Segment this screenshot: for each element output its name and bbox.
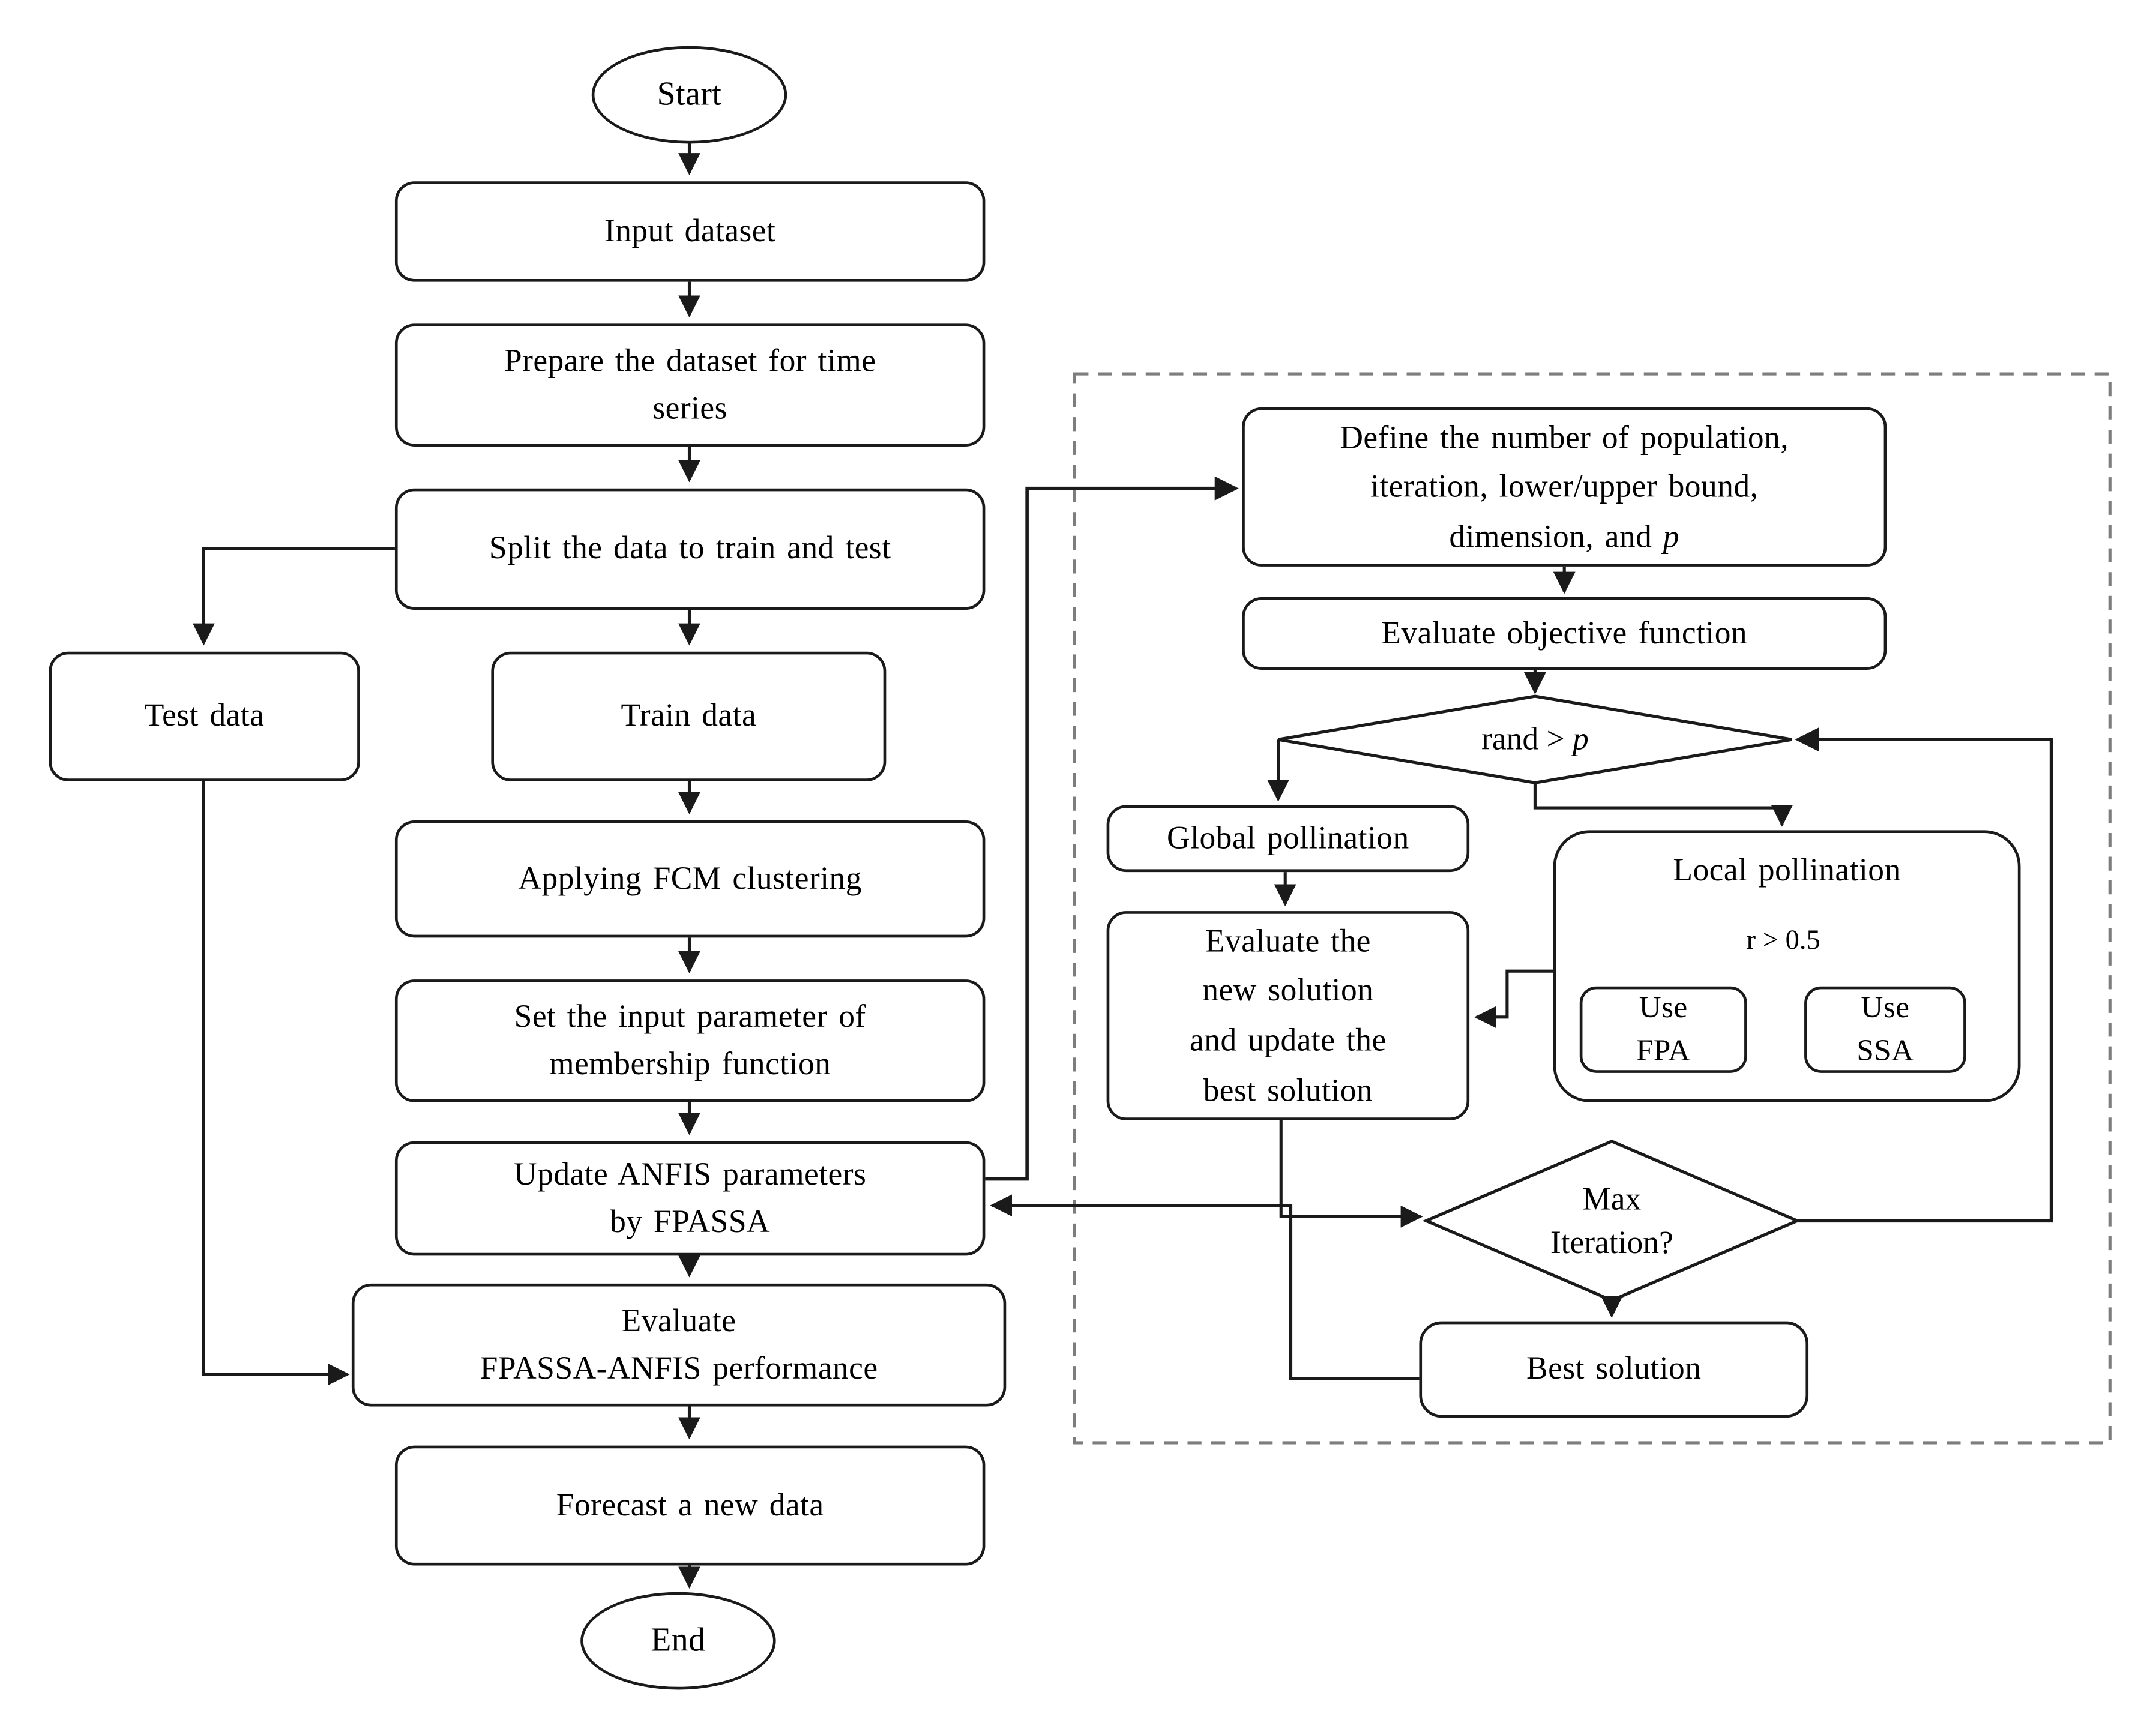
connector-update-to-define (985, 476, 1239, 1181)
split-label: Split the data to train and test (489, 531, 891, 566)
evaluate-performance-line-1: Evaluate (621, 1302, 736, 1338)
prepare-line-1: Prepare the dataset for time (504, 342, 876, 377)
input-dataset-label: Input dataset (604, 213, 776, 248)
best-solution-label: Best solution (1526, 1351, 1702, 1386)
use-fpa-step: Use FPA (1579, 986, 1747, 1073)
best-solution-step: Best solution (1419, 1321, 1809, 1418)
update-anfis-line-2: by FPASSA (610, 1204, 771, 1239)
rand-greater-p-label: rand > p (1278, 696, 1792, 783)
r-greater-05-label: r > 0.5 (1683, 903, 1884, 978)
evaluate-new-solution-line-1: Evaluate the (1205, 923, 1371, 958)
prepare-dataset-step: Prepare the dataset for time series (394, 323, 986, 447)
evaluate-new-solution-line-3: and update the (1190, 1023, 1387, 1058)
use-ssa-line-2: SSA (1856, 1032, 1914, 1068)
evaluate-objective-step: Evaluate objective function (1242, 597, 1887, 670)
fcm-clustering-step: Applying FCM clustering (394, 820, 986, 938)
connector-split-to-test (193, 547, 395, 646)
update-anfis-line-1: Update ANFIS parameters (514, 1156, 867, 1191)
set-input-line-1: Set the input parameter of (514, 998, 866, 1033)
evaluate-new-solution-line-2: new solution (1202, 973, 1374, 1008)
test-data-label: Test data (144, 698, 265, 733)
evaluate-performance-line-2: FPASSA-ANFIS performance (480, 1350, 878, 1386)
define-parameters-step: Define the number of population, iterati… (1242, 407, 1887, 567)
global-pollination-step: Global pollination (1106, 805, 1470, 873)
connector-test-to-evalperf (202, 781, 350, 1386)
use-ssa-line-1: Use (1861, 989, 1910, 1024)
end-label: End (651, 1622, 706, 1659)
end-terminal: End (580, 1592, 776, 1690)
forecast-label: Forecast a new data (556, 1487, 824, 1522)
connector-evalnew-to-maxiter (1279, 1120, 1423, 1228)
start-label: Start (657, 76, 722, 113)
forecast-step: Forecast a new data (394, 1445, 986, 1566)
evaluate-performance-step: Evaluate FPASSA-ANFIS performance (351, 1283, 1007, 1407)
connector-bestsolution-to-update (990, 1194, 1420, 1380)
evaluate-new-solution-line-4: best solution (1203, 1072, 1373, 1108)
input-dataset-step: Input dataset (394, 181, 986, 282)
r-greater-05-text: r > 0.5 (1746, 924, 1820, 955)
set-input-parameter-step: Set the input parameter of membership fu… (394, 979, 986, 1102)
test-data-step: Test data (49, 651, 360, 781)
max-iteration-label: Max Iteration? (1426, 1141, 1797, 1301)
define-line-1: Define the number of population, (1340, 419, 1789, 454)
use-ssa-step: Use SSA (1804, 986, 1966, 1073)
rand-greater-p-text: rand > p (1481, 722, 1589, 757)
fcm-label: Applying FCM clustering (518, 860, 862, 896)
connector-maxiter-loop-to-randp (1795, 727, 2053, 1223)
local-pollination-label: Local pollination (1673, 852, 1901, 888)
prepare-line-2: series (652, 390, 727, 426)
split-data-step: Split the data to train and test (394, 488, 986, 610)
evaluate-new-solution-step: Evaluate the new solution and update the… (1106, 911, 1470, 1120)
start-terminal: Start (591, 46, 787, 144)
evaluate-objective-label: Evaluate objective function (1381, 615, 1748, 650)
fpassa-subprocess-dashed-border (1073, 372, 2112, 1445)
connector-local-to-evalnew (1474, 969, 1553, 1029)
use-fpa-line-1: Use (1639, 989, 1688, 1024)
max-iteration-line-1: Max (1582, 1182, 1642, 1217)
global-pollination-label: Global pollination (1167, 820, 1409, 855)
max-iteration-line-2: Iteration? (1550, 1225, 1673, 1260)
define-line-2: iteration, lower/upper bound, (1370, 469, 1759, 504)
train-data-step: Train data (491, 651, 887, 781)
rand-greater-p-diamond (1278, 694, 1792, 784)
set-input-line-2: membership function (549, 1046, 831, 1081)
define-p-symbol: p (1663, 519, 1680, 554)
connector-randp-to-local (1533, 783, 1793, 827)
define-line-3: dimension, and p (1449, 519, 1680, 554)
update-anfis-step: Update ANFIS parameters by FPASSA (394, 1141, 986, 1256)
train-data-label: Train data (621, 698, 757, 733)
use-fpa-line-2: FPA (1636, 1032, 1691, 1068)
